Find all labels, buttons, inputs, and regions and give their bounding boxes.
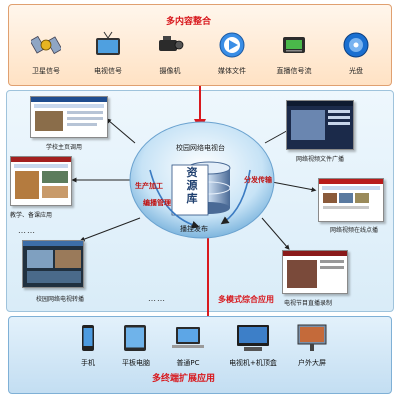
device-phone: 手机 [72, 324, 104, 368]
outdoor-screen-icon [297, 324, 327, 351]
resource-char: 资 [186, 166, 198, 179]
caption-file-broadcast: 网络视频文件广播 [296, 156, 345, 163]
flow-arrow-left [149, 169, 200, 229]
ellipsis-mid: …… [148, 294, 166, 303]
device-label: 平板电脑 [122, 359, 150, 367]
resource-char: 源 [186, 179, 198, 192]
source-disc: 光盘 [328, 30, 384, 76]
phone-icon [82, 325, 94, 351]
connector-br [261, 217, 290, 250]
source-label: 直播信号流 [276, 67, 312, 75]
content-integration-panel [8, 4, 392, 86]
video-camera-icon [159, 36, 184, 51]
connector-bl [79, 217, 141, 242]
monitor-label: 播控发布 [180, 225, 208, 233]
device-outdoor: 户外大屏 [292, 324, 332, 368]
screenshot-file-broadcast [286, 100, 354, 150]
device-pc: 普通PC [168, 324, 208, 368]
tablet-icon [124, 325, 146, 351]
connector-tl [106, 118, 136, 144]
distribute-label: 分发传输 [244, 176, 272, 184]
device-label: 普通PC [176, 359, 200, 367]
device-tv-stb: 电视机+机顶盒 [224, 324, 282, 368]
device-label: 手机 [81, 359, 95, 367]
source-label: 卫星信号 [32, 67, 60, 75]
source-label: 电视信号 [94, 67, 122, 75]
resource-library-label: 资 源 库 [181, 166, 203, 205]
resource-char: 库 [186, 192, 198, 205]
connector-mr [271, 181, 317, 192]
source-tv: 电视信号 [80, 30, 136, 76]
screenshot-vod [318, 178, 384, 222]
screenshot-teaching [10, 156, 72, 206]
ellipsis-left: …… [18, 226, 36, 235]
database-icon [187, 161, 231, 214]
screenshot-live-recording [282, 250, 348, 294]
caption-live-recording: 电视节目直播录制 [284, 300, 333, 307]
device-label: 电视机+机顶盒 [229, 359, 277, 367]
source-label: 摄像机 [159, 67, 181, 75]
flow-arrow-right [220, 169, 251, 225]
edit-label: 编播管理 [143, 199, 171, 207]
live-stream-icon [283, 37, 305, 53]
caption-vod: 网络视频在线点播 [330, 227, 379, 234]
device-tablet: 平板电脑 [114, 324, 158, 368]
tv-signal-icon [96, 31, 120, 55]
source-label: 媒体文件 [218, 67, 246, 75]
screenshot-school-homepage [30, 96, 108, 138]
multi-terminal-title: 多终端扩展应用 [152, 374, 216, 384]
source-camera: 摄像机 [142, 30, 198, 76]
multi-mode-label: 多模式综合应用 [218, 295, 274, 304]
source-label: 光盘 [349, 67, 363, 75]
source-media: 媒体文件 [204, 30, 260, 76]
produce-label: 生产加工 [135, 182, 163, 190]
tv-stb-icon [237, 325, 269, 351]
source-live: 直播信号流 [266, 30, 322, 76]
caption-school-homepage: 学校主页调用 [46, 144, 83, 151]
device-label: 户外大屏 [298, 359, 326, 367]
platform-label: 校园网络电视台 [176, 144, 225, 152]
disc-icon [343, 32, 369, 58]
source-satellite: 卫星信号 [18, 30, 74, 76]
screenshot-campus-tv [22, 240, 84, 288]
content-integration-title: 多内容整合 [166, 17, 212, 27]
satellite-icon [29, 35, 63, 55]
caption-teaching: 教学、备课应用 [10, 212, 53, 219]
caption-campus-tv: 校园网络电视转播 [36, 296, 85, 303]
resource-label-box [171, 164, 209, 216]
media-file-icon [219, 32, 245, 58]
laptop-icon [172, 327, 204, 348]
